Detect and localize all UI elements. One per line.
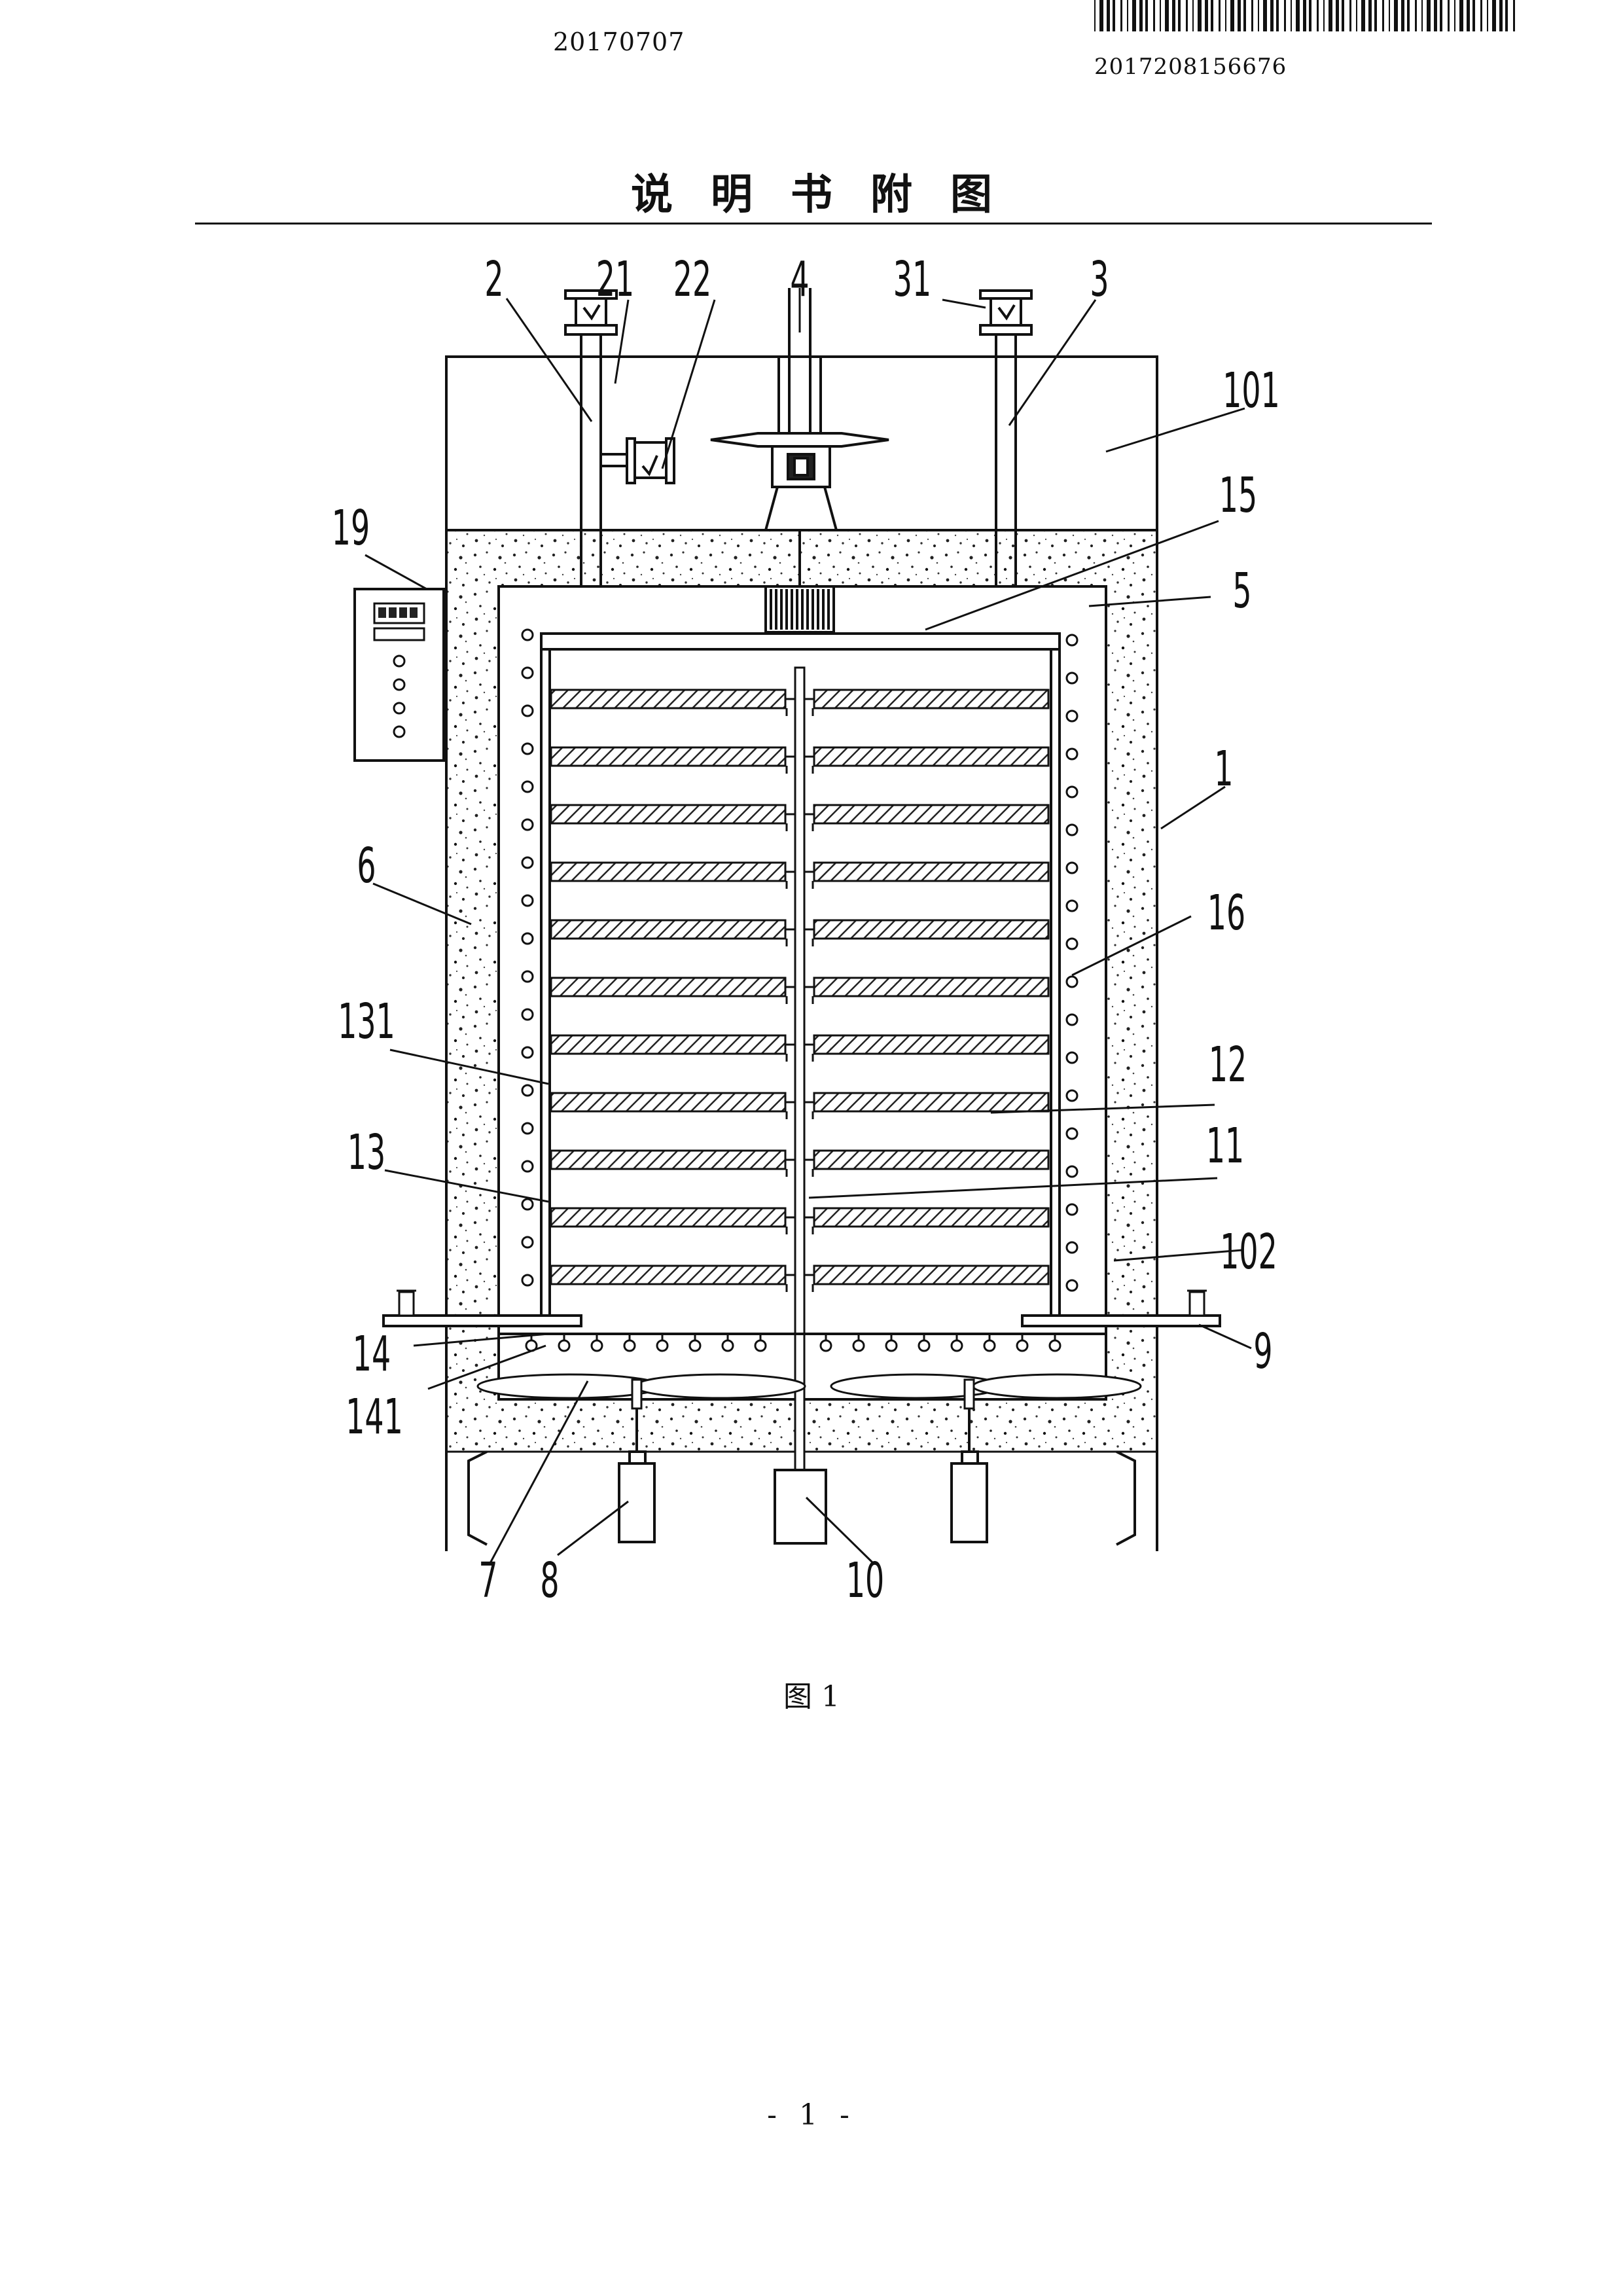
application-number: 2017208156676: [1094, 54, 1287, 80]
ref-label-12: 12: [1209, 1036, 1247, 1093]
side-vent-holes: [521, 628, 1079, 1292]
ref-label-4: 4: [790, 251, 809, 308]
top-fan-grille: [770, 589, 830, 630]
page-number: - 1 -: [767, 2098, 856, 2132]
ref-label-10: 10: [846, 1552, 884, 1609]
shaft-drive-motor: [774, 1469, 827, 1545]
bottom-plate: [382, 1314, 1221, 1335]
barcode: [1094, 0, 1515, 31]
ref-label-3: 3: [1090, 251, 1109, 308]
figure-caption: 图 1: [783, 1680, 840, 1713]
rack-frame: [540, 632, 1061, 1326]
tray-shelves: [550, 689, 1050, 1292]
ref-label-19: 19: [332, 499, 370, 556]
central-shaft: [794, 666, 806, 1475]
ref-label-13: 13: [348, 1124, 385, 1181]
document-code-left: 20170707: [553, 27, 685, 56]
ref-label-2: 2: [484, 251, 503, 308]
ref-label-101: 101: [1222, 362, 1280, 419]
bottom-fans: [476, 1373, 1142, 1410]
inlet-pipe: [564, 289, 618, 586]
adjusting-bolts: [397, 1289, 1207, 1317]
ref-label-1: 1: [1214, 740, 1233, 797]
ref-label-5: 5: [1232, 562, 1251, 619]
title-divider: [195, 223, 1432, 224]
ref-label-6: 6: [357, 837, 376, 894]
control-box: [353, 588, 445, 762]
ref-label-31: 31: [893, 251, 931, 308]
ref-label-15: 15: [1219, 467, 1257, 524]
ref-label-9: 9: [1253, 1323, 1272, 1380]
outer-cabinet: [445, 355, 1158, 1551]
ref-label-21: 21: [596, 251, 634, 308]
ref-label-8: 8: [540, 1552, 559, 1609]
leader-lines: [365, 288, 1252, 1565]
ref-label-22: 22: [673, 251, 711, 308]
ref-label-141: 141: [346, 1388, 403, 1445]
ref-label-102: 102: [1220, 1223, 1277, 1280]
support-legs: [467, 1450, 1136, 1546]
outlet-pipe: [979, 289, 1033, 586]
ref-label-131: 131: [338, 993, 395, 1050]
valve-22: [601, 437, 675, 484]
ref-label-11: 11: [1206, 1117, 1244, 1174]
ref-label-16: 16: [1207, 884, 1245, 941]
bottom-spray-nozzles: [525, 1334, 1061, 1352]
ref-label-14: 14: [353, 1325, 391, 1382]
ref-label-7: 7: [478, 1552, 497, 1609]
page-title: 说明书附图: [631, 171, 1030, 219]
